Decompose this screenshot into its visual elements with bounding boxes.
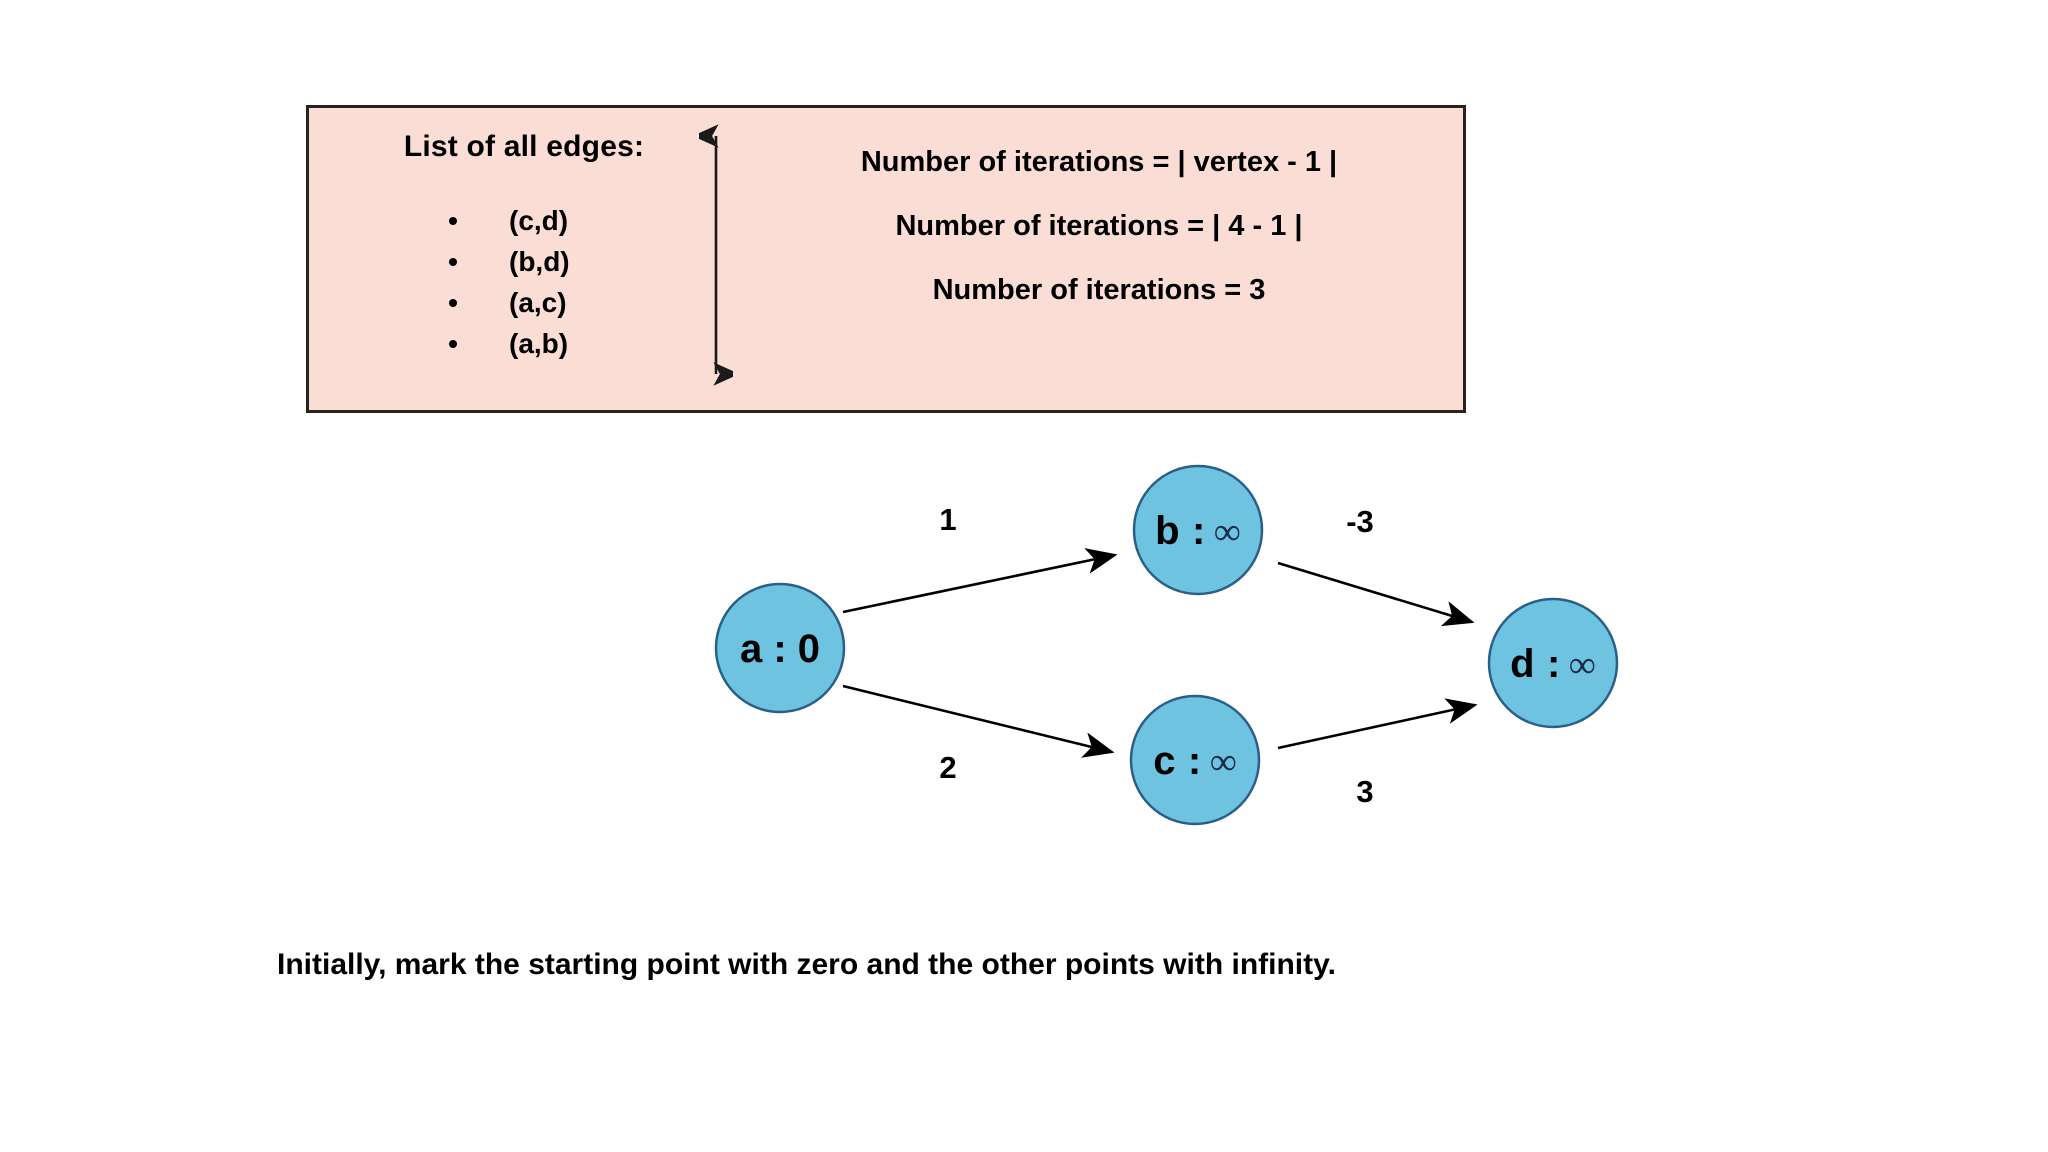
graph-node-b-name: b — [1155, 509, 1179, 553]
double-headed-vertical-arrow-icon — [699, 124, 733, 386]
list-item: (a,c) — [349, 282, 699, 323]
edge-b-d: -3 — [1277, 504, 1475, 627]
graph-node-a[interactable]: a : 0 — [714, 582, 846, 714]
graph-node-c-name: c — [1153, 739, 1175, 783]
info-panel: List of all edges: (c,d) (b,d) (a,c) (a,… — [306, 105, 1466, 413]
bullet-icon — [449, 257, 457, 266]
graph-node-c[interactable]: c : ∞ — [1129, 694, 1261, 826]
edge-label: (b,d) — [509, 246, 570, 277]
bullet-icon — [449, 339, 457, 348]
graph-node-d-name: d — [1510, 642, 1534, 686]
iterations-block: Number of iterations = | vertex - 1 | Nu… — [749, 146, 1449, 307]
graph-node-c-value: ∞ — [1210, 741, 1237, 783]
graph-node-d[interactable]: d : ∞ — [1487, 597, 1619, 729]
iteration-substitution-line: Number of iterations = | 4 - 1 | — [895, 210, 1303, 242]
list-item: (b,d) — [349, 241, 699, 282]
iteration-result-line: Number of iterations = 3 — [932, 274, 1266, 306]
graph-diagram: 1 -3 2 3 a : 0 b — [0, 430, 2048, 930]
edge-list-block: List of all edges: (c,d) (b,d) (a,c) (a,… — [349, 130, 699, 364]
list-item: (a,b) — [349, 323, 699, 364]
graph-node-a-label: a : 0 — [740, 627, 820, 671]
caption-text: Initially, mark the starting point with … — [277, 948, 1336, 981]
edge-list: (c,d) (b,d) (a,c) (a,b) — [349, 200, 699, 364]
edge-label: (c,d) — [509, 205, 569, 236]
edge-weight-label: -3 — [1346, 504, 1374, 539]
graph-node-d-value: ∞ — [1569, 644, 1596, 686]
edge-weight-label: 2 — [939, 750, 956, 785]
edge-weight-label: 1 — [939, 502, 956, 537]
edge-c-d: 3 — [1277, 698, 1478, 809]
edge-label: (a,c) — [509, 287, 567, 318]
edge-label: (a,b) — [509, 328, 569, 359]
bullet-icon — [449, 298, 457, 307]
edge-a-b: 1 — [842, 502, 1118, 614]
svg-text:d : ∞: d : ∞ — [1510, 642, 1596, 686]
edge-weight-label: 3 — [1356, 774, 1373, 809]
edge-a-c: 2 — [842, 684, 1115, 785]
edge-list-title: List of all edges: — [403, 130, 645, 163]
svg-text:c : ∞: c : ∞ — [1153, 739, 1237, 783]
iteration-formula-line: Number of iterations = | vertex - 1 | — [860, 146, 1338, 178]
svg-text:b : ∞: b : ∞ — [1155, 509, 1241, 553]
list-item: (c,d) — [349, 200, 699, 241]
graph-node-b[interactable]: b : ∞ — [1132, 464, 1264, 596]
graph-node-b-value: ∞ — [1214, 511, 1241, 553]
bullet-icon — [449, 216, 457, 225]
